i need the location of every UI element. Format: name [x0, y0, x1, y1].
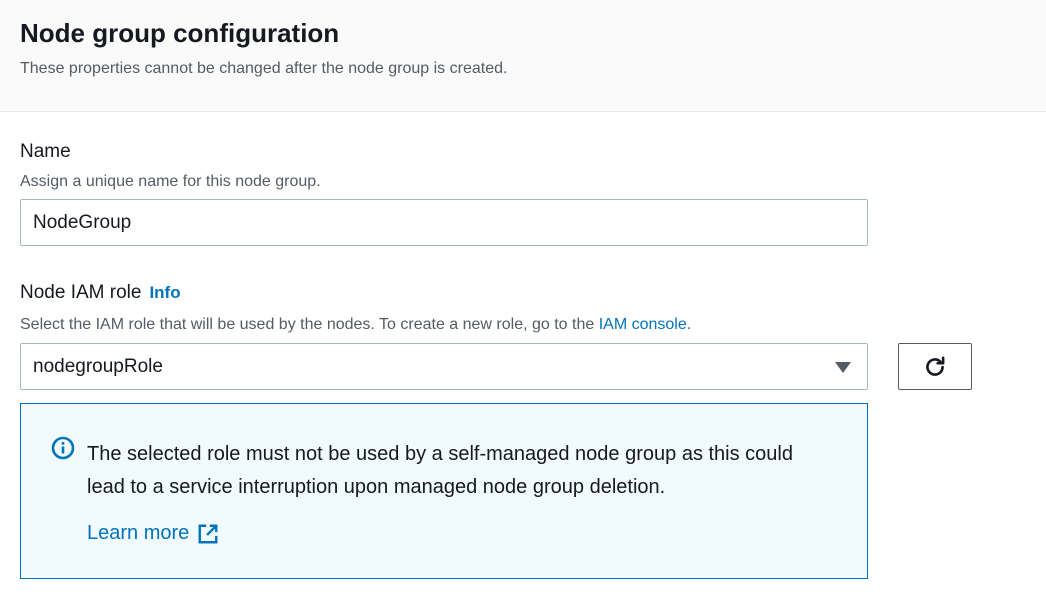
name-input[interactable]	[20, 199, 868, 246]
role-field-label: Node IAM role	[20, 282, 142, 303]
role-field-description: Select the IAM role that will be used by…	[20, 316, 691, 334]
name-field-description: Assign a unique name for this node group…	[20, 173, 321, 190]
info-alert: The selected role must not be used by a …	[20, 403, 868, 579]
iam-role-selected-value: nodegroupRole	[33, 356, 163, 377]
role-description-suffix: .	[686, 316, 692, 333]
section-subtitle: These properties cannot be changed after…	[20, 60, 508, 77]
refresh-icon	[926, 355, 945, 376]
name-field-label: Name	[20, 141, 71, 162]
role-description-text: Select the IAM role that will be used by…	[20, 316, 599, 333]
role-field-label-row: Node IAM role Info	[20, 282, 181, 304]
caret-down-icon	[835, 362, 851, 373]
alert-message: The selected role must not be used by a …	[87, 443, 793, 498]
iam-role-select[interactable]: nodegroupRole	[20, 343, 868, 390]
learn-more-link[interactable]: Learn more	[87, 522, 219, 545]
section-header: Node group configuration These propertie…	[0, 0, 1046, 112]
section-title: Node group configuration	[20, 18, 340, 48]
info-link[interactable]: Info	[149, 283, 181, 302]
iam-console-link[interactable]: IAM console	[598, 316, 687, 333]
external-link-icon	[198, 524, 218, 543]
learn-more-label: Learn more	[87, 522, 190, 544]
info-circle-icon	[51, 436, 75, 460]
refresh-roles-button[interactable]	[898, 343, 972, 390]
